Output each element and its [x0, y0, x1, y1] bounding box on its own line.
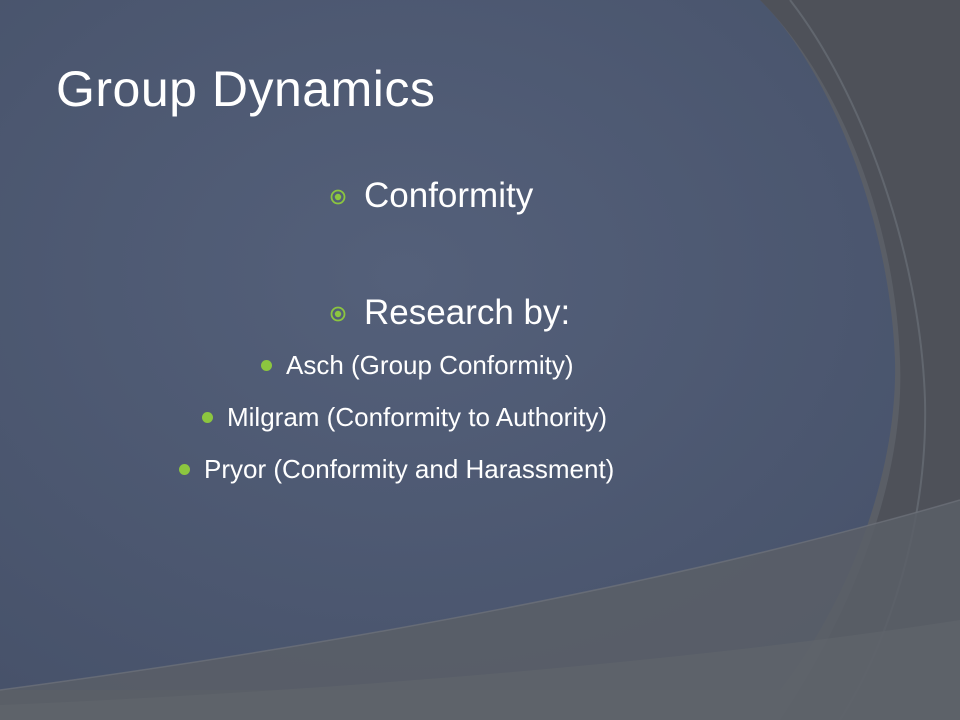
- sub-bullet-asch: Asch (Group Conformity): [261, 350, 574, 381]
- sub-bullet-pryor: Pryor (Conformity and Harassment): [179, 454, 614, 485]
- sub-bullet-text: Pryor (Conformity and Harassment): [204, 454, 615, 484]
- bullet-conformity: Conformity: [330, 176, 533, 216]
- sub-bullet-text: Milgram (Conformity to Authority): [227, 402, 607, 432]
- circled-ring-bullet-icon: [330, 306, 346, 322]
- green-dot-bullet-icon: [261, 360, 272, 371]
- circled-ring-bullet-icon: [330, 189, 346, 205]
- sub-bullet-milgram: Milgram (Conformity to Authority): [202, 402, 607, 433]
- bullet-text: Conformity: [364, 176, 534, 215]
- sub-bullet-text: Asch (Group Conformity): [286, 350, 574, 380]
- bullet-text: Research by:: [364, 293, 571, 332]
- bullet-research-by: Research by:: [330, 293, 570, 333]
- green-dot-bullet-icon: [179, 464, 190, 475]
- green-dot-bullet-icon: [202, 412, 213, 423]
- slide-title: Group Dynamics: [56, 61, 436, 117]
